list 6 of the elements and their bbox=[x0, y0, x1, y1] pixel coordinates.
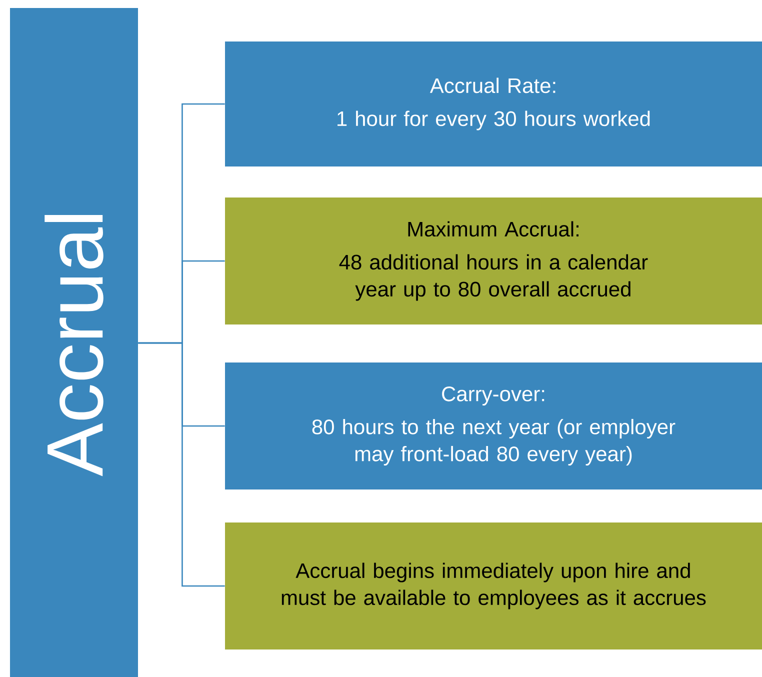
info-box: Carry-over: 80 hours to the next year (or employer may front-load 80 every year) bbox=[225, 362, 762, 490]
connector bbox=[138, 342, 225, 587]
title-bar: Accrual bbox=[10, 8, 138, 677]
info-box: Maximum Accrual: 48 additional hours in a calendar year up to 80 overall accrued bbox=[225, 198, 762, 324]
info-box: Accrual begins immediately upon hire and must be available to employees as it accrues bbox=[225, 522, 762, 650]
info-box: Accrual Rate: 1 hour for every 30 hours worked bbox=[225, 42, 762, 166]
